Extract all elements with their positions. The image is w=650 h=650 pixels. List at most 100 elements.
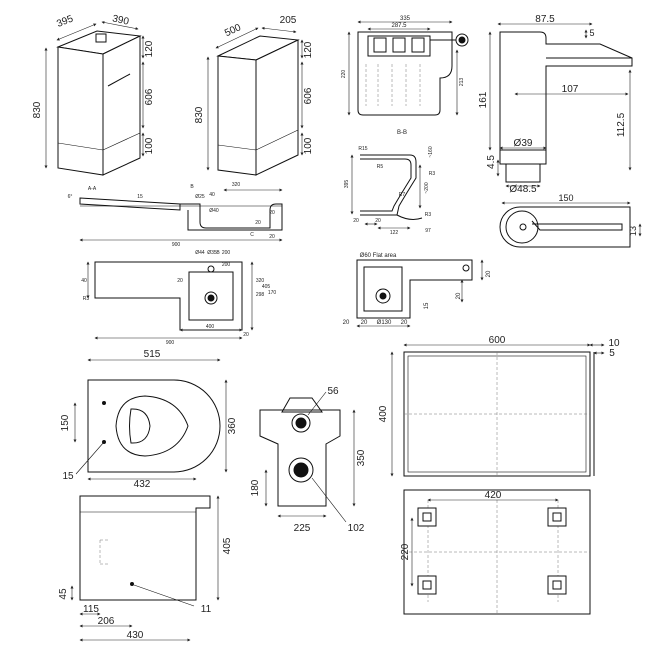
basin-inner-label: 287.5 xyxy=(391,23,407,29)
section-bb-view: B-B R15 ~160 R3 R5 395 ~200 R7 R3 20 122… xyxy=(344,130,435,236)
vanity-back-depth-label: 205 xyxy=(280,15,297,26)
section-bb-r2: ~160 xyxy=(428,146,434,157)
section-aa-b: 320 xyxy=(232,182,241,188)
vanity-back-plinth-label: 100 xyxy=(303,137,314,154)
cistern-width-label: 420 xyxy=(485,490,502,501)
section-bb-r5: R7 xyxy=(399,192,406,198)
section-aa-c: 15 xyxy=(137,194,143,200)
tap-thickness-label: 13 xyxy=(628,226,638,236)
wc-left-label: 150 xyxy=(60,414,71,431)
section-bb-w4: 97 xyxy=(425,228,431,234)
fixing-bracket-icon xyxy=(417,575,437,595)
section-bb-r3: R3 xyxy=(429,171,436,177)
section-bb-label: B-B xyxy=(397,130,407,136)
top-plan-r: R3 xyxy=(83,296,90,302)
vanity-back-height-label: 830 xyxy=(194,106,205,123)
section-aa-h: 20 xyxy=(269,234,275,240)
basin-detail-b: 15 xyxy=(424,302,430,309)
vanity-height-label: 830 xyxy=(32,101,43,118)
top-plan-d: 405 xyxy=(262,284,271,290)
wc-hole-label: 15 xyxy=(62,471,74,482)
fixing-bracket-icon xyxy=(547,507,567,527)
vanity-back-body-label: 606 xyxy=(303,87,314,104)
section-bb-r6: R3 xyxy=(425,212,432,218)
section-bb-w2: 122 xyxy=(390,230,399,236)
wc-width-label: 515 xyxy=(144,349,161,360)
vanity-body-label: 606 xyxy=(144,88,155,105)
top-plan-total: 900 xyxy=(166,340,175,346)
wc-back-height-label: 350 xyxy=(356,449,367,466)
basin-detail-flat: Ø60 Flat area xyxy=(360,253,397,259)
cistern-height-label: 220 xyxy=(400,543,411,560)
basin-detail-a: 20 xyxy=(486,270,492,277)
section-bb-h2: ~200 xyxy=(424,182,430,193)
top-plan-i: 20 xyxy=(177,278,183,284)
basin-depth-label: 220 xyxy=(341,70,347,79)
vanity-unit-front-view: 830 395 390 120 606 100 xyxy=(32,13,155,176)
top-plan-f: 400 xyxy=(206,324,215,330)
section-aa-f: 20 xyxy=(255,220,261,226)
tap-body-label: 112.5 xyxy=(616,112,627,137)
waste-hole-icon xyxy=(288,457,314,483)
section-aa-ref-c: C xyxy=(250,232,254,238)
wc-depth-label: 360 xyxy=(227,417,238,434)
vanity-depth-label: 390 xyxy=(111,13,130,27)
top-plan-c: 298 xyxy=(256,292,265,298)
basin-plan-view: 335 287.5 220 213 xyxy=(341,16,469,116)
top-plan-g: 20 xyxy=(243,332,249,338)
fixing-bracket-icon xyxy=(417,507,437,527)
top-plan-p3: B xyxy=(216,250,220,256)
wc-bottom-label: 432 xyxy=(134,479,151,490)
basin-detail-f: 20 xyxy=(361,320,368,326)
basin-detail-waste-icon xyxy=(375,288,391,304)
section-aa-d: Ø25 xyxy=(195,194,205,200)
wc-side-b-label: 115 xyxy=(83,604,99,615)
vanity-top-plan-view: Ø44 Ø35 B 200 R3 40 320 298 405 170 400 … xyxy=(81,250,276,346)
door-handle-icon xyxy=(107,73,131,87)
tap-plan-view: 150 13 xyxy=(499,193,642,248)
section-aa-total: 900 xyxy=(172,242,181,248)
basin-detail-g: 20 xyxy=(401,320,408,326)
vanity-plinth-label: 100 xyxy=(144,137,155,154)
basin-right-label: 213 xyxy=(459,78,465,87)
tap-base-dia-label: Ø39 xyxy=(514,138,533,149)
wc-back-a-label: 180 xyxy=(250,479,261,496)
section-aa-view: A-A 6° B C 40 320 15 Ø25 Ø40 20 20 20 90… xyxy=(68,182,283,248)
tap-side-view: 87.5 5 161 107 112.5 Ø39 4.5 Ø48.5 xyxy=(478,14,633,195)
wc-side-c-label: 206 xyxy=(98,616,115,627)
section-bb-h1: 395 xyxy=(344,180,350,189)
mirror-height-label: 400 xyxy=(378,405,389,422)
section-aa-e: Ø40 xyxy=(209,208,219,214)
wc-side-a-label: 45 xyxy=(58,588,69,600)
vanity-top-label: 120 xyxy=(144,40,155,57)
mirror-view: 600 10 5 400 xyxy=(378,335,620,477)
vanity-unit-side-view: 830 500 205 120 606 100 xyxy=(194,15,314,176)
tap-plate-dia-label: Ø48.5 xyxy=(509,184,537,195)
mirror-width-label: 600 xyxy=(489,335,506,346)
wc-back-width-label: 225 xyxy=(294,523,311,534)
section-aa-label: A-A xyxy=(88,186,97,192)
section-aa-ref-b: B xyxy=(190,184,194,190)
inlet-hole-icon xyxy=(291,413,311,433)
tap-reach-label: 87.5 xyxy=(535,14,555,25)
tap-top-label: 5 xyxy=(589,28,594,38)
tap-spout-label: 107 xyxy=(562,84,579,95)
top-plan-p2: Ø35 xyxy=(207,250,217,256)
top-plan-e: 170 xyxy=(268,290,277,296)
mirror-edge-label: 5 xyxy=(609,348,615,359)
top-plan-a: 40 xyxy=(81,278,87,284)
basin-detail-view: Ø60 Flat area 20 15 20 20 Ø130 20 20 xyxy=(343,253,492,328)
wc-back-waste-label: 102 xyxy=(348,523,365,534)
section-aa-a: 40 xyxy=(209,192,215,198)
wc-side-height-label: 405 xyxy=(222,537,233,554)
tap-length-label: 150 xyxy=(558,193,573,203)
tap-plate-label: 4.5 xyxy=(486,155,497,169)
section-aa-angle: 6° xyxy=(68,194,73,200)
basin-detail-e: Ø130 xyxy=(377,320,392,326)
wc-side-d-label: 430 xyxy=(127,630,144,641)
top-plan-h: 200 xyxy=(222,262,231,268)
section-bb-r4: R5 xyxy=(377,164,384,170)
tap-hole-icon xyxy=(95,33,107,43)
wc-back-hole-label: 56 xyxy=(327,386,339,397)
